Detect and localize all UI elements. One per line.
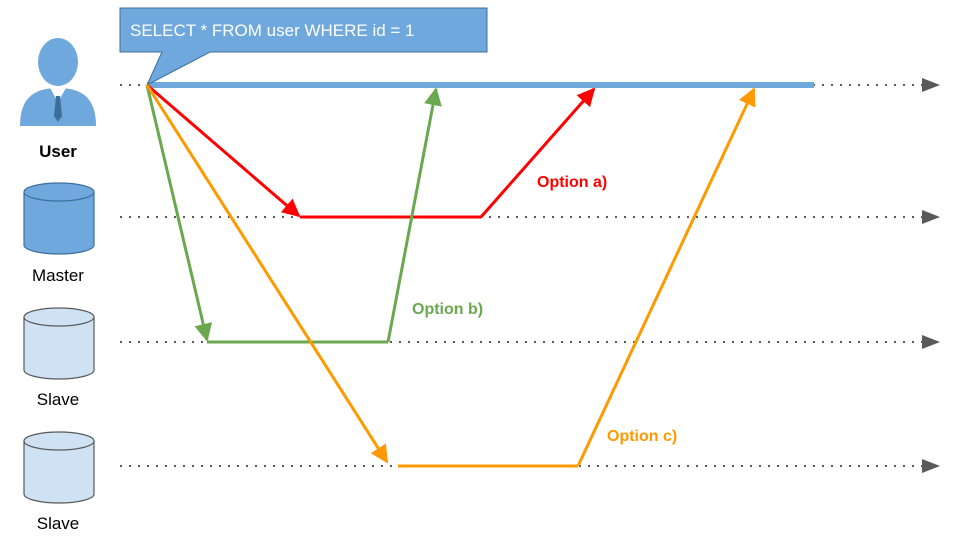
option-a-label: Option a) [537,174,608,191]
actor-label-slave-2: Slave [36,514,80,533]
option-a-path [146,83,596,219]
timeline-master [120,210,940,224]
query-text: SELECT * FROM user WHERE id = 1 [130,21,415,40]
actor-label-master: Master [32,266,84,285]
user-icon [20,38,96,126]
actor-label-user: User [39,142,77,161]
timeline-user [120,78,940,92]
timelines [120,78,940,473]
timeline-arrowhead [922,459,940,473]
query-callout: SELECT * FROM user WHERE id = 1 [119,7,488,87]
option-c-path [145,84,756,468]
database-icon [23,182,95,255]
actor-label-slave-1: Slave [36,390,80,409]
timeline-arrowhead [922,78,940,92]
timeline-slave-1 [120,335,940,349]
database-icon [23,307,95,380]
timeline-arrowhead [922,335,940,349]
option-c-label: Option c) [607,428,678,445]
timeline-slave-2 [120,459,940,473]
timeline-arrowhead [922,210,940,224]
option-b-label: Option b) [412,301,484,318]
request-bar [147,82,814,88]
database-icon [23,431,95,504]
option-b-path [145,84,442,344]
